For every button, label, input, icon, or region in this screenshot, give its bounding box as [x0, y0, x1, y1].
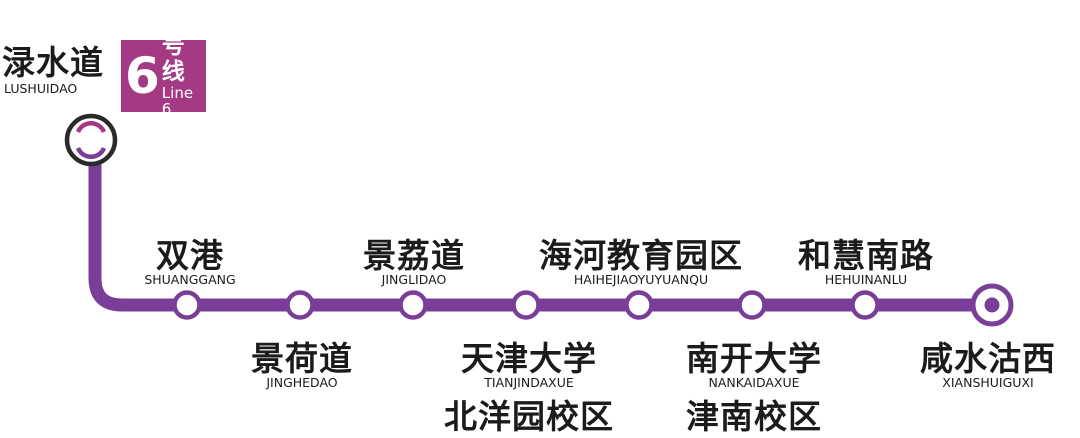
- station-en-shuanggang: SHUANGGANG: [144, 272, 236, 287]
- station-name-tianjindaxue: 天津大学: [461, 339, 597, 378]
- station-marker-jinglidao[interactable]: [398, 290, 428, 320]
- station-en-xianshuiguxi: XIANSHUIGUXI: [942, 375, 1034, 390]
- station-en-lushuidao: LUSHUIDAO: [4, 81, 78, 96]
- station-name-haihejiaoyuyuanqu: 海河教育园区: [539, 236, 743, 275]
- line-6-track: [88, 133, 999, 312]
- line-number: 6: [125, 47, 160, 105]
- terminal-dot-icon: [984, 297, 1000, 313]
- station-subname-nankaidaxue: 津南校区: [686, 397, 822, 436]
- station-name-nankaidaxue: 南开大学: [686, 339, 822, 378]
- station-name-jinghedao: 景荷道: [251, 339, 353, 378]
- station-en-haihejiaoyuyuanqu: HAIHEJIAOYUYUANQU: [573, 272, 709, 287]
- station-marker-nankaidaxue[interactable]: [737, 290, 767, 320]
- interchange-arc-icon: [75, 146, 107, 159]
- station-en-hehuinanlu: HEHUINANLU: [824, 272, 908, 287]
- station-name-jinglidao: 景荔道: [363, 236, 465, 275]
- station-marker-shuanggang[interactable]: [172, 290, 202, 320]
- line-badge: 6 号线 Line 6: [121, 34, 206, 118]
- station-name-lushuidao: 渌水道: [2, 43, 104, 82]
- station-marker-xianshuiguxi[interactable]: [970, 283, 1014, 327]
- line-name-cn: 号线: [161, 33, 185, 85]
- station-marker-hehuinanlu[interactable]: [850, 290, 880, 320]
- station-marker-lushuidao[interactable]: [64, 113, 118, 167]
- station-name-shuanggang: 双港: [156, 236, 224, 275]
- line-name-en: Line 6: [161, 83, 194, 119]
- station-marker-tianjindaxue[interactable]: [511, 290, 541, 320]
- interchange-arc-icon: [75, 121, 107, 134]
- station-marker-jinghedao[interactable]: [285, 290, 315, 320]
- station-name-hehuinanlu: 和慧南路: [798, 236, 934, 275]
- station-marker-haihejiaoyuyuanqu[interactable]: [624, 290, 654, 320]
- station-subname-tianjindaxue: 北洋园校区: [444, 397, 614, 436]
- station-en-jinghedao: JINGHEDAO: [266, 375, 338, 390]
- station-en-nankaidaxue: NANKAIDAXUE: [708, 375, 800, 390]
- station-en-jinglidao: JINGLIDAO: [381, 272, 447, 287]
- station-name-xianshuiguxi: 咸水沽西: [920, 339, 1056, 378]
- station-en-tianjindaxue: TIANJINDAXUE: [484, 375, 574, 390]
